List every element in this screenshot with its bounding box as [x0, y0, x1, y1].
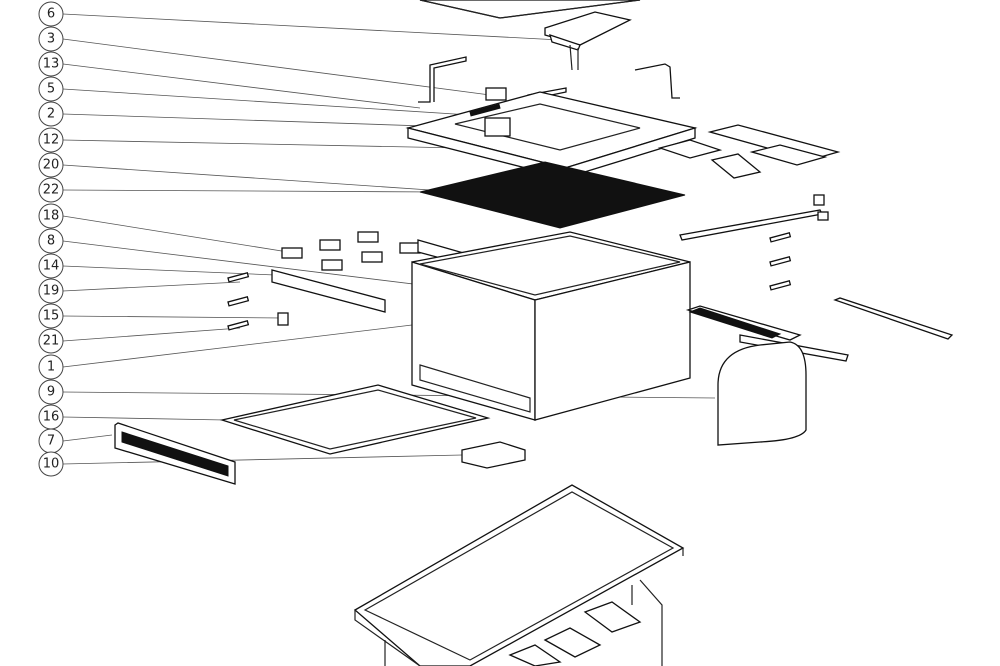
leader-line: [62, 265, 276, 276]
tray-part: [544, 11, 632, 71]
callout-circle: [38, 1, 64, 27]
leader-line: [62, 327, 241, 342]
callout-12: 12: [38, 127, 64, 153]
callout-circle: [38, 76, 64, 102]
callout-number: 9: [47, 385, 55, 400]
callout-5: 5: [38, 76, 64, 102]
leader-line: [62, 281, 241, 292]
callout-number: 15: [43, 309, 60, 324]
callout-7: 7: [38, 428, 64, 454]
callout-number: 1: [47, 360, 55, 375]
panel-parts: [657, 124, 841, 179]
callout-14: 14: [38, 253, 64, 279]
pin-parts: [227, 232, 792, 331]
callout-number: 19: [43, 284, 60, 299]
callout-circle: [38, 278, 64, 304]
right-side-parts: [679, 194, 954, 446]
callout-circle: [38, 203, 64, 229]
callout-number: 10: [43, 457, 60, 472]
top-lid-part: [419, 0, 641, 19]
callout-circle: [38, 253, 64, 279]
leader-line: [62, 63, 421, 109]
bottom-tray-part: [219, 384, 491, 455]
callout-9: 9: [38, 379, 64, 405]
callout-circle: [38, 228, 64, 254]
callout-number: 16: [43, 410, 60, 425]
callout-circle: [38, 451, 64, 477]
callout-circle: [38, 303, 64, 329]
callout-circle: [38, 379, 64, 405]
heatsink-mesh-part: [419, 161, 686, 229]
callout-circle: [38, 152, 64, 178]
callout-number: 2: [47, 107, 55, 122]
leader-line: [62, 324, 413, 368]
callout-number: 12: [43, 133, 60, 148]
callout-16: 16: [38, 404, 64, 430]
callout-15: 15: [38, 303, 64, 329]
leader-line: [62, 454, 463, 465]
callout-22: 22: [38, 177, 64, 203]
callout-6: 6: [38, 1, 64, 27]
main-enclosure-part: [411, 231, 691, 421]
callout-13: 13: [38, 51, 64, 77]
callout-21: 21: [38, 328, 64, 354]
leader-line: [62, 164, 431, 191]
block-part: [461, 441, 526, 469]
callout-8: 8: [38, 228, 64, 254]
callout-number: 8: [47, 234, 55, 249]
callout-number: 3: [47, 32, 55, 47]
callout-circle: [38, 354, 64, 380]
callout-number: 7: [47, 434, 55, 449]
leader-line: [62, 13, 561, 41]
callout-10: 10: [38, 451, 64, 477]
callout-number: 20: [43, 158, 60, 173]
leader-line: [62, 315, 283, 319]
callout-number: 21: [43, 334, 60, 349]
leader-line: [62, 88, 471, 116]
vent-grille-part: [114, 422, 236, 485]
callout-number: 5: [47, 82, 55, 97]
callout-number: 22: [43, 183, 60, 198]
callout-circle: [38, 51, 64, 77]
callout-circle: [38, 26, 64, 52]
callout-number: 6: [47, 7, 55, 22]
fan-parts: [281, 231, 421, 271]
callout-circle: [38, 101, 64, 127]
leader-line: [62, 416, 226, 421]
leader-line: [62, 189, 441, 193]
callout-2: 2: [38, 101, 64, 127]
callout-number: 14: [43, 259, 60, 274]
callout-1: 1: [38, 354, 64, 380]
leader-line: [62, 215, 289, 253]
callout-number: 13: [43, 57, 60, 72]
callout-circle: [38, 177, 64, 203]
callout-number: 18: [43, 209, 60, 224]
assembled-unit-view: [353, 484, 685, 666]
leader-line: [62, 38, 491, 96]
callout-18: 18: [38, 203, 64, 229]
callout-circle: [38, 127, 64, 153]
callout-3: 3: [38, 26, 64, 52]
callout-19: 19: [38, 278, 64, 304]
leader-line: [62, 434, 113, 442]
callout-20: 20: [38, 152, 64, 178]
callout-circle: [38, 328, 64, 354]
